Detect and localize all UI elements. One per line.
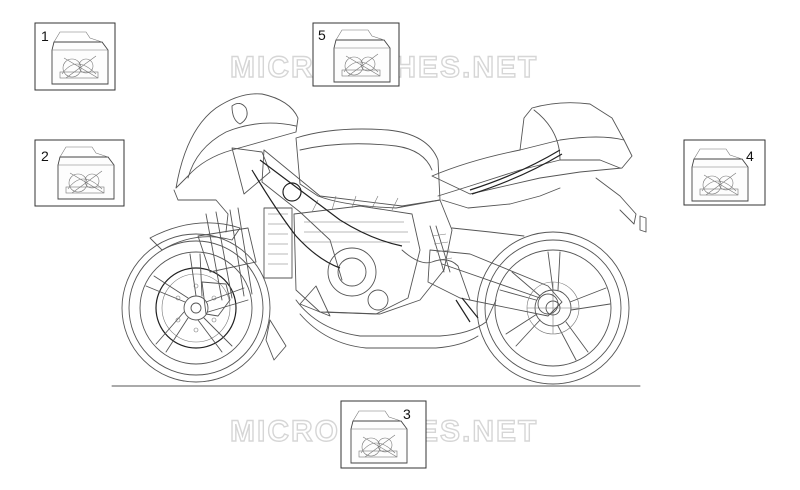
rear-wheel bbox=[476, 231, 630, 385]
callout-3-number: 3 bbox=[403, 406, 411, 422]
callout-1-number: 1 bbox=[41, 28, 49, 44]
motorcycle-line-drawing-icon bbox=[111, 93, 647, 387]
callout-2-number: 2 bbox=[41, 148, 49, 164]
callout-5-number: 5 bbox=[318, 27, 326, 43]
callout-4-number: 4 bbox=[746, 148, 754, 164]
callout-2[interactable]: 2 bbox=[34, 139, 125, 207]
callout-4[interactable]: 4 bbox=[683, 139, 766, 206]
callout-5[interactable]: 5 bbox=[312, 22, 400, 87]
callout-1[interactable]: 1 bbox=[34, 22, 116, 91]
callout-3[interactable]: 3 bbox=[340, 400, 427, 469]
front-wheel bbox=[121, 233, 271, 383]
